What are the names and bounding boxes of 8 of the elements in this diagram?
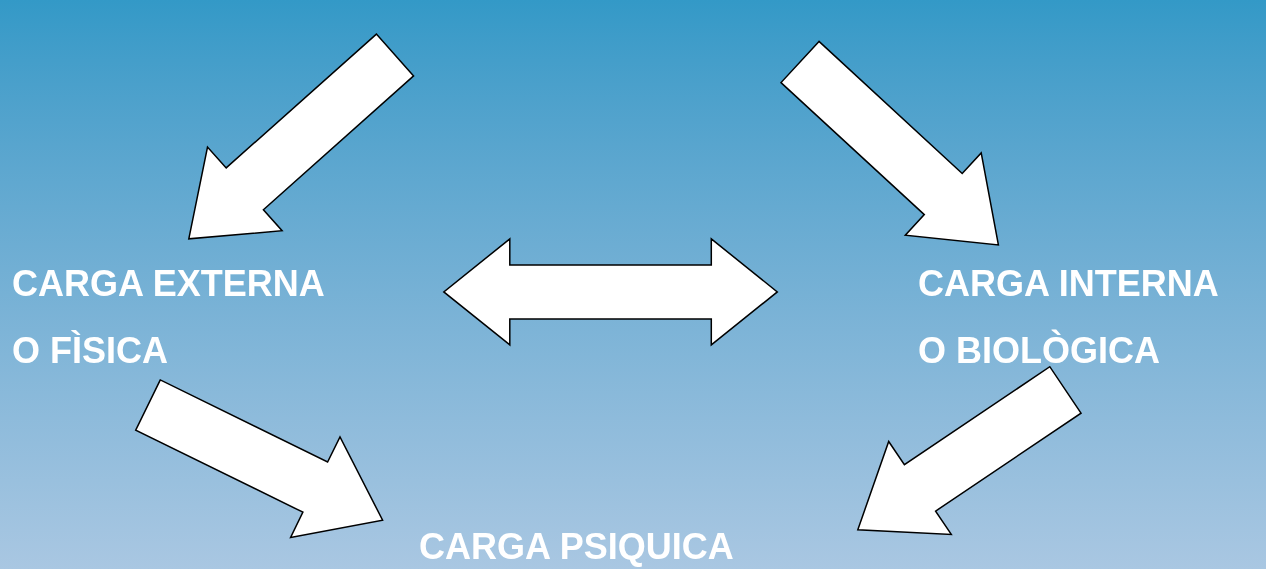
node-label: CARGA EXTERNA O FÌSICA [12, 262, 325, 373]
node-label: CARGA INTERNA O BIOLÒGICA [918, 262, 1219, 373]
block-arrow [856, 365, 1083, 536]
block-arrow [187, 33, 415, 240]
block-arrow [779, 40, 1000, 246]
block-arrow [134, 378, 384, 539]
block-arrow [442, 237, 779, 347]
node-label: CARGA PSIQUICA [419, 525, 735, 569]
